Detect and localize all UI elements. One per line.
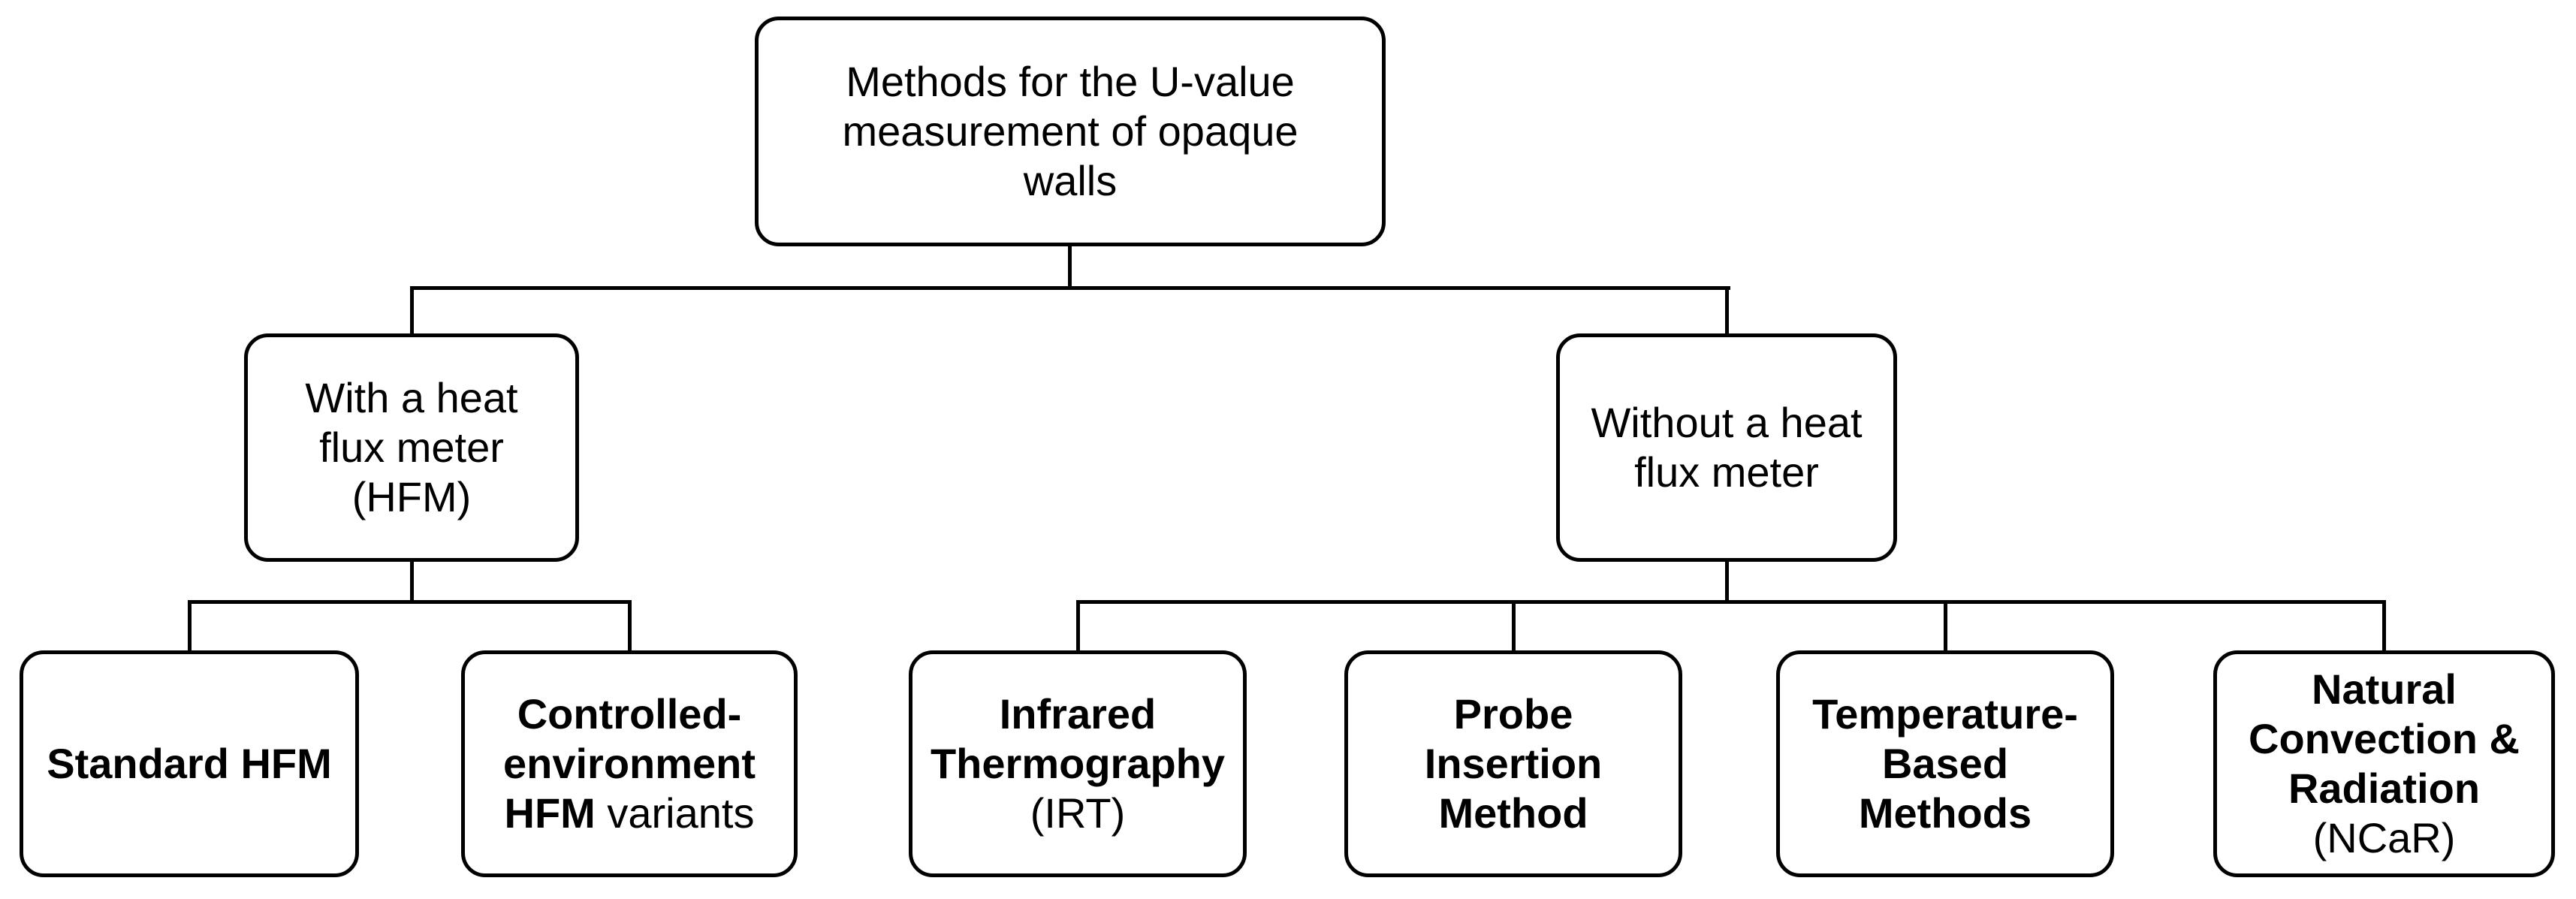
connector-drop-standard-hfm [188,600,192,653]
node-controlled-hfm-line-1: Controlled- [517,690,742,738]
connector-drop-irt [1076,600,1080,653]
node-irt-line-2: Thermography [930,740,1226,787]
node-probe-line-2: Insertion [1424,740,1603,787]
node-irt-line-1: Infrared [999,690,1157,738]
connector-without-hfm-hbar [1076,600,2386,604]
node-controlled-hfm-line-3: HFM variants [505,789,755,838]
node-ncar: Natural Convection & Radiation (NCaR) [2213,650,2555,877]
node-temperature-line-3: Methods [1858,789,2032,837]
node-with-hfm-line-1: With a heat [305,374,518,421]
connector-root-stem [1068,245,1072,290]
connector-with-hfm-hbar [188,600,632,604]
connector-drop-controlled-hfm [628,600,632,653]
node-standard-hfm: Standard HFM [20,650,359,877]
connector-drop-ncar [2382,600,2386,653]
node-without-hfm: Without a heat flux meter [1556,333,1897,562]
node-ncar-line-2: Convection & [2249,715,2520,762]
node-ncar-line-1: Natural [2312,665,2457,713]
connector-without-hfm-stem [1725,560,1729,604]
node-ncar-line-3: Radiation [2288,765,2481,812]
node-with-hfm-line-3: (HFM) [351,473,472,520]
node-probe: Probe Insertion Method [1344,650,1682,877]
node-standard-hfm-line-1: Standard HFM [47,740,332,787]
node-temperature-line-2: Based [1881,740,2009,787]
node-controlled-hfm: Controlled- environment HFM variants [461,650,798,877]
connector-level2-hbar [410,286,1730,290]
node-without-hfm-line-2: flux meter [1634,448,1819,496]
node-controlled-hfm-line-2: environment [502,740,756,787]
node-irt-line-3: (IRT) [1030,789,1126,837]
node-root-line-3: walls [1023,157,1118,204]
node-controlled-hfm-line-3-regular: variants [595,789,755,837]
connector-drop-without-hfm [1725,286,1729,336]
node-root: Methods for the U-value measurement of o… [755,17,1386,246]
node-with-hfm: With a heat flux meter (HFM) [244,333,579,562]
node-probe-line-3: Method [1438,789,1588,837]
connector-with-hfm-stem [410,560,414,604]
node-root-line-1: Methods for the U-value [846,58,1295,105]
node-with-hfm-line-2: flux meter [319,424,504,471]
node-temperature: Temperature- Based Methods [1776,650,2114,877]
connector-drop-with-hfm [410,286,414,336]
node-controlled-hfm-line-3-bold: HFM [504,789,596,837]
node-irt: Infrared Thermography (IRT) [909,650,1247,877]
node-without-hfm-line-1: Without a heat [1591,399,1863,446]
node-ncar-line-4: (NCaR) [2312,814,2456,861]
connector-drop-probe [1512,600,1516,653]
node-temperature-line-1: Temperature- [1812,690,2078,738]
connector-drop-temperature [1944,600,1947,653]
node-probe-line-1: Probe [1453,690,1573,738]
node-root-line-2: measurement of opaque [842,107,1299,155]
